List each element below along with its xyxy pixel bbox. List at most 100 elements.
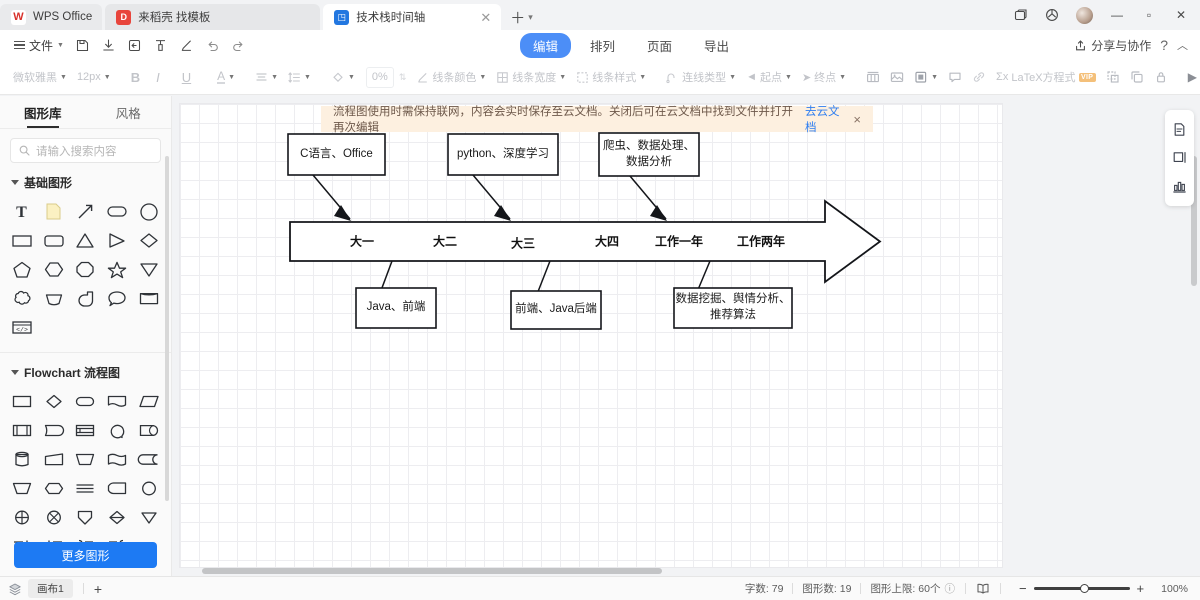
- insert-media-button[interactable]: ▼: [909, 67, 943, 87]
- document-icon[interactable]: [101, 387, 133, 416]
- predefined-process-icon[interactable]: [6, 416, 38, 445]
- font-size-select[interactable]: 12px ▼: [72, 68, 116, 86]
- merge-triangle-icon[interactable]: [133, 503, 165, 532]
- layers-icon[interactable]: [8, 582, 22, 596]
- rounded-rect-icon[interactable]: [101, 197, 133, 226]
- tab-edit[interactable]: 编辑: [520, 32, 572, 58]
- save-icon[interactable]: [70, 33, 96, 57]
- share-button[interactable]: 分享与协作: [1074, 37, 1151, 54]
- cross-circle-icon[interactable]: [38, 503, 70, 532]
- tab-shape-library[interactable]: 图形库: [0, 96, 86, 128]
- collapse-ribbon-button[interactable]: ︿: [1177, 40, 1188, 52]
- manual-operation-icon[interactable]: [70, 445, 102, 474]
- database-icon[interactable]: [6, 445, 38, 474]
- search-input[interactable]: 请输入搜索内容: [36, 145, 117, 158]
- rect-icon[interactable]: [6, 226, 38, 255]
- end-point-button[interactable]: ➤ 终点 ▼: [797, 66, 851, 88]
- canvas-horizontal-scrollbar[interactable]: [202, 568, 662, 574]
- split-screen-icon[interactable]: [1005, 2, 1035, 28]
- circle-icon[interactable]: [133, 197, 165, 226]
- copy-style-button[interactable]: [1125, 67, 1149, 87]
- avatar[interactable]: [1076, 6, 1093, 24]
- document-outline-icon[interactable]: [1169, 118, 1191, 140]
- font-family-select[interactable]: 微软雅黑 ▼: [8, 66, 72, 88]
- tab-style[interactable]: 风格: [115, 106, 141, 121]
- inverted-triangle-icon[interactable]: [133, 255, 165, 284]
- tab-page[interactable]: 页面: [647, 39, 673, 54]
- export-icon[interactable]: [122, 33, 148, 57]
- zoom-in-button[interactable]: +: [1136, 581, 1145, 596]
- underline-button[interactable]: U: [181, 69, 192, 85]
- arrow-line-icon[interactable]: [70, 197, 102, 226]
- globe-icon[interactable]: [1037, 2, 1067, 28]
- text-icon[interactable]: T: [6, 197, 38, 226]
- trapezoid-curve-icon[interactable]: [38, 284, 70, 313]
- insert-link-button[interactable]: [967, 67, 991, 87]
- tab-docer[interactable]: D 来稻壳 找模板: [105, 4, 321, 30]
- connector-circle-icon[interactable]: [101, 416, 133, 445]
- bold-button[interactable]: B: [130, 69, 141, 85]
- pen-icon[interactable]: [174, 33, 200, 57]
- insert-image-button[interactable]: [885, 67, 909, 87]
- latex-button[interactable]: Σx LaTeX方程式 VIP: [991, 66, 1101, 88]
- display-icon[interactable]: [101, 474, 133, 503]
- opacity-input[interactable]: 0%: [365, 66, 394, 88]
- stored-data-icon[interactable]: [133, 445, 165, 474]
- wave-document-icon[interactable]: [101, 445, 133, 474]
- tab-wps-office[interactable]: W WPS Office: [0, 4, 103, 30]
- pentagon-icon[interactable]: [6, 255, 38, 284]
- tab-arrange[interactable]: 排列: [590, 39, 616, 54]
- book-icon[interactable]: [976, 582, 990, 596]
- layout-icon[interactable]: [1169, 147, 1191, 169]
- or-circle-icon[interactable]: [133, 474, 165, 503]
- line-spacing-button[interactable]: ▼: [283, 68, 316, 87]
- parallelogram-icon[interactable]: [133, 387, 165, 416]
- right-triangle-icon[interactable]: [101, 226, 133, 255]
- zoom-track[interactable]: [1033, 583, 1130, 593]
- connector-type-button[interactable]: 连线类型 ▼: [661, 66, 741, 88]
- canvas-area[interactable]: C语言、Office python、深度学习 爬虫、数据处理、 数据分析 大一 …: [172, 96, 1200, 576]
- group-header[interactable]: Flowchart 流程图: [0, 364, 171, 381]
- decision-icon[interactable]: [38, 387, 70, 416]
- drop-icon[interactable]: [70, 284, 102, 313]
- shape-panel-scrollbar[interactable]: [165, 156, 169, 501]
- delay-icon[interactable]: [133, 416, 165, 445]
- chevron-down-icon[interactable]: ▾: [528, 11, 533, 22]
- lock-button[interactable]: [1149, 67, 1173, 87]
- start-point-button[interactable]: ◄ 起点 ▼: [741, 66, 797, 88]
- insert-table-button[interactable]: [861, 67, 885, 87]
- note-icon[interactable]: [38, 197, 70, 226]
- close-icon[interactable]: ×: [853, 111, 861, 127]
- shape-search-box[interactable]: 请输入搜索内容: [10, 138, 161, 163]
- italic-button[interactable]: I: [156, 69, 160, 85]
- merge-diamond-icon[interactable]: [101, 503, 133, 532]
- insert-comment-button[interactable]: [943, 67, 967, 87]
- hexagon-icon[interactable]: [38, 255, 70, 284]
- manual-input-icon[interactable]: [38, 445, 70, 474]
- star-icon[interactable]: [101, 255, 133, 284]
- new-tab-button[interactable]: ＋ ▾: [504, 4, 539, 30]
- multi-document-icon[interactable]: [70, 416, 102, 445]
- redo-icon[interactable]: [226, 33, 252, 57]
- terminator-icon[interactable]: [70, 387, 102, 416]
- banner-link[interactable]: 去云文档: [805, 106, 840, 134]
- opacity-stepper[interactable]: ⇅: [398, 71, 407, 82]
- extract-icon[interactable]: [6, 474, 38, 503]
- collate-icon[interactable]: [70, 474, 102, 503]
- more-shapes-button[interactable]: 更多图形: [14, 542, 157, 568]
- speech-bubble-icon[interactable]: [101, 284, 133, 313]
- cloud-icon[interactable]: [6, 284, 38, 313]
- question-icon[interactable]: ⓘ: [944, 583, 955, 595]
- tab-export[interactable]: 导出: [704, 39, 730, 54]
- close-icon[interactable]: ✕: [480, 9, 492, 25]
- code-block-icon[interactable]: </>: [6, 313, 38, 342]
- diamond-icon[interactable]: [133, 226, 165, 255]
- file-menu-button[interactable]: 文件 ▼: [8, 37, 70, 54]
- octagon-icon[interactable]: [70, 255, 102, 284]
- process-icon[interactable]: [6, 387, 38, 416]
- line-width-button[interactable]: 线条宽度 ▼: [491, 66, 571, 88]
- align-button[interactable]: ▼: [250, 68, 283, 87]
- line-color-button[interactable]: 线条颜色 ▼: [411, 66, 491, 88]
- zoom-knob[interactable]: [1079, 583, 1089, 593]
- canvas-vertical-scrollbar[interactable]: [1191, 156, 1197, 286]
